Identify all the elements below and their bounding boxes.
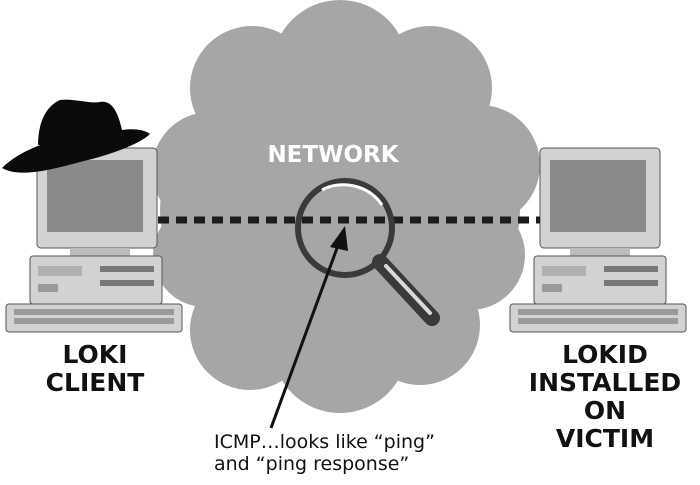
lokid-line1: LOKID bbox=[562, 340, 648, 369]
loki-client-label: LOKI CLIENT bbox=[10, 341, 180, 397]
network-cloud-icon bbox=[152, 0, 540, 413]
network-label-text: NETWORK bbox=[267, 142, 399, 168]
magnifying-glass-icon bbox=[295, 178, 440, 326]
pointer-arrow bbox=[269, 226, 348, 429]
lokid-line2: INSTALLED ON bbox=[528, 368, 682, 425]
icmp-annotation-line2: and “ping response” bbox=[214, 452, 410, 475]
loki-client-line2: CLIENT bbox=[45, 368, 145, 397]
icmp-annotation: ICMP…looks like “ping” and “ping respons… bbox=[214, 431, 464, 476]
lokid-victim-label: LOKID INSTALLED ON VICTIM bbox=[510, 341, 700, 453]
client-computer-icon bbox=[5, 147, 183, 333]
lokid-line3: VICTIM bbox=[555, 424, 655, 453]
loki-client-line1: LOKI bbox=[62, 340, 128, 369]
icmp-annotation-line1: ICMP…looks like “ping” bbox=[214, 431, 435, 453]
black-fedora-hat-icon bbox=[2, 99, 150, 173]
network-label: NETWORK bbox=[248, 142, 418, 169]
victim-computer-icon bbox=[509, 147, 687, 333]
